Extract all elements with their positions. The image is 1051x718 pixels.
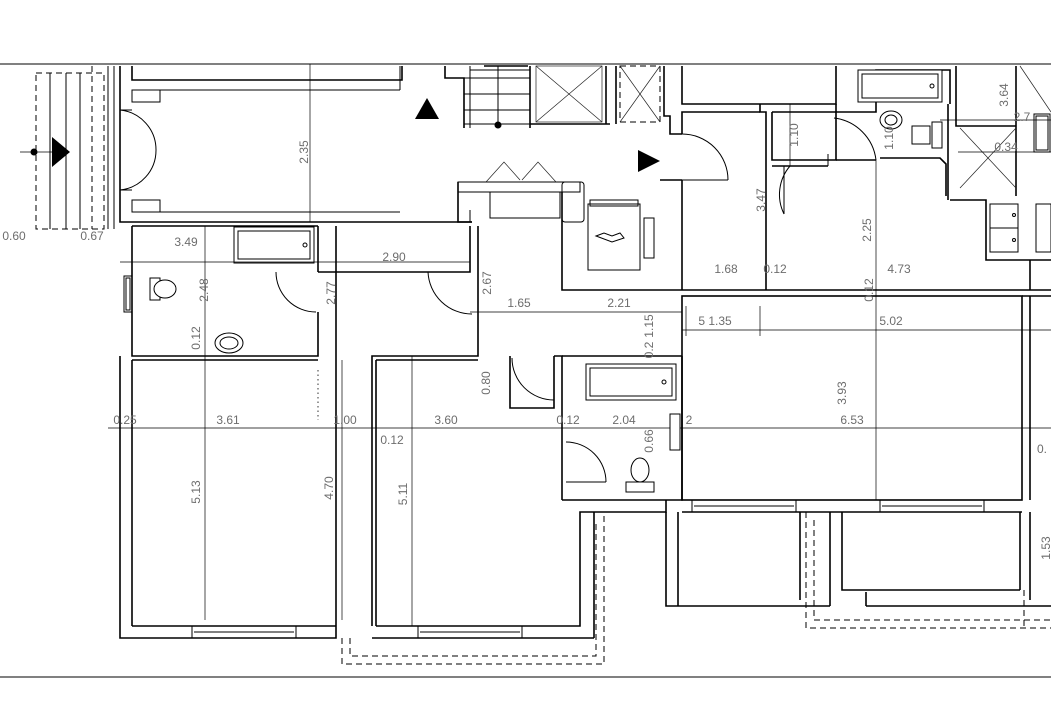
dimension-label: 4.73 bbox=[887, 262, 911, 276]
dimension-label: 0.25 bbox=[113, 413, 137, 427]
bathroom-left bbox=[123, 225, 319, 620]
dimension-label: 1.00 bbox=[333, 413, 357, 427]
dimension-label: 0. bbox=[1037, 442, 1047, 456]
dimension-label: 3.49 bbox=[174, 235, 198, 249]
dimension-label: 0.60 bbox=[2, 229, 26, 243]
dimension-label: 0.66 bbox=[642, 429, 656, 453]
dimension-label: 2.21 bbox=[607, 296, 631, 310]
dimension-labels: 2.35 0.60 0.67 3.49 2.90 2.48 2.77 2.67 1.65 2.21… bbox=[2, 83, 1051, 560]
dimension-label: 2.67 bbox=[480, 271, 494, 295]
dimension-label: 0.2 bbox=[642, 341, 656, 358]
dimension-label: 3.60 bbox=[434, 413, 458, 427]
right-arrow-icon bbox=[638, 150, 660, 172]
dimension-label: 3.61 bbox=[216, 413, 240, 427]
dimension-label: 0.67 bbox=[80, 229, 104, 243]
balcony-outline bbox=[341, 512, 605, 665]
dimension-label: 1.53 bbox=[1039, 536, 1051, 560]
dimension-label: 0.12 bbox=[380, 433, 404, 447]
dimension-label: 5 1.35 bbox=[698, 314, 732, 328]
dimension-label: 1.10 bbox=[787, 123, 801, 147]
bathroom-middle bbox=[509, 355, 683, 501]
dimension-label: 6.53 bbox=[840, 413, 864, 427]
dimension-label: 0.12 bbox=[556, 413, 580, 427]
dimension-label: 2.35 bbox=[297, 140, 311, 164]
bedroom-left bbox=[119, 356, 343, 639]
dimension-label: 0.12 bbox=[189, 326, 203, 350]
dimension-label: 2.04 bbox=[612, 413, 636, 427]
dimension-label: 2.77 bbox=[324, 281, 338, 305]
central-staircase bbox=[444, 65, 837, 135]
entrance-arrow-icon bbox=[52, 137, 70, 167]
bedroom-middle bbox=[372, 356, 667, 639]
hall-wardrobe bbox=[457, 161, 585, 223]
dimension-label: 5.13 bbox=[189, 480, 203, 504]
dimension-label: 1.68 bbox=[714, 262, 738, 276]
sheet-border bbox=[0, 63, 1051, 678]
dimension-label: 2.48 bbox=[197, 278, 211, 302]
dimension-label: 1.15 bbox=[642, 314, 656, 338]
dimension-label: 4.70 bbox=[322, 476, 336, 500]
dimension-label: 0.80 bbox=[479, 371, 493, 395]
dimension-label: 1.10 bbox=[882, 126, 896, 150]
dimension-label: 2.25 bbox=[860, 218, 874, 242]
terrace bbox=[665, 512, 1051, 629]
dimension-label: 2.7 bbox=[1014, 110, 1031, 124]
dimension-label: 3.47 bbox=[754, 188, 768, 212]
dimension-label: 0.12 bbox=[763, 262, 787, 276]
dimension-label: 2 bbox=[686, 413, 693, 427]
dimension-label: 1.65 bbox=[507, 296, 531, 310]
dimension-label: 2.90 bbox=[382, 250, 406, 264]
dimension-label: 5.02 bbox=[879, 314, 903, 328]
dimension-label: 3.93 bbox=[835, 381, 849, 405]
entrance-hall bbox=[119, 64, 472, 223]
dimension-label: 0.12 bbox=[862, 278, 876, 302]
living-room bbox=[681, 160, 1051, 513]
up-arrow-icon bbox=[415, 98, 439, 119]
kitchen-unit bbox=[561, 192, 682, 291]
hall-door bbox=[638, 133, 729, 290]
entrance-stair bbox=[20, 66, 115, 230]
bathroom-right bbox=[759, 69, 951, 290]
far-right-area bbox=[940, 65, 1051, 290]
dimension-label: 3.64 bbox=[997, 83, 1011, 107]
dimension-label: 5.11 bbox=[396, 482, 410, 505]
dimension-label: 0.34 bbox=[994, 140, 1018, 154]
